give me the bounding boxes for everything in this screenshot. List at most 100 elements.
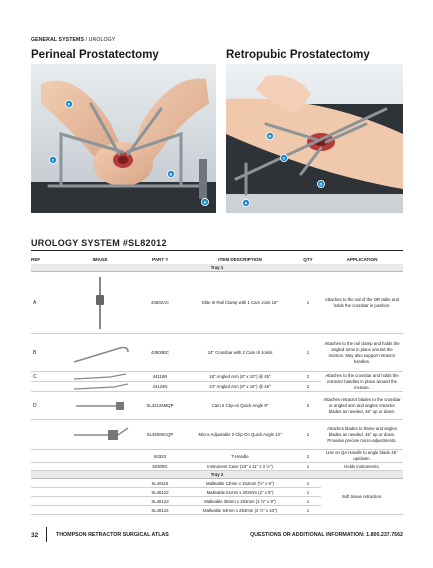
row-qty: 1: [295, 333, 321, 372]
perineal-photo: D C B A: [31, 64, 216, 213]
row-app: Soft tissue retraction.: [321, 478, 403, 515]
table-row: B 43900BC 24" Crossbar with 2 Cam III Jo…: [31, 333, 403, 372]
row-app: Attaches blades to frame and angles blad…: [321, 419, 403, 450]
row-qty: 1: [295, 505, 321, 515]
section-header: GENERAL SYSTEMS / UROLOGY: [31, 37, 115, 43]
marker-c-right: C: [283, 156, 286, 161]
title-rule: [31, 250, 403, 251]
table-row: SL46123 Malleable 38mm x 203mm (1 ½" x 8…: [31, 496, 403, 506]
row-desc: T-Handle: [185, 449, 295, 463]
row-qty: 2: [295, 381, 321, 392]
table-row: SL46122 Malleable 51mm x 203mm (2" x 8")…: [31, 487, 403, 497]
row-desc: 24" Angled Arm (8" x 16") @ 45°: [185, 381, 295, 392]
tray-1-label: Tray 1: [31, 264, 403, 272]
t-handle-image: [65, 449, 135, 463]
marker-a-left: A: [204, 200, 207, 205]
table-row: SL45006CQP Micro-Adjustable II Clip-On Q…: [31, 419, 403, 450]
retropubic-title: Retropubic Prostatectomy: [226, 49, 370, 61]
row-ref: [31, 505, 65, 515]
angled-arm-24-image: [65, 381, 135, 392]
row-part: 43902AC: [135, 271, 185, 334]
row-desc: Malleable 13mm x 152mm (½" x 6"): [185, 478, 295, 488]
row-desc: Instrument Case (23" x 11" x 3 ½"): [185, 462, 295, 471]
row-ref: [31, 449, 65, 463]
row-ref: [31, 478, 65, 488]
marker-b-left: B: [170, 172, 173, 177]
row-qty: 2: [295, 419, 321, 450]
row-ref: D: [31, 391, 65, 420]
row-desc: Elite III Rail Clamp with 1 Cam Joint 16…: [185, 271, 295, 334]
table-row: 50300G Instrument Case (23" x 11" x 3 ½"…: [31, 462, 403, 471]
tray-2-row: Tray 2: [31, 470, 403, 479]
col-image: IMAGE: [92, 257, 108, 262]
row-app: Use on QA Handle to angle blade 45° up/d…: [321, 449, 403, 463]
instrument-case-image: [65, 462, 135, 471]
row-ref: [31, 462, 65, 471]
table-row: SL46124 Malleable 64mm x 254mm (2 ½" x 1…: [31, 505, 403, 515]
row-app: Holds instruments.: [321, 462, 403, 471]
col-desc: ITEM DESCRIPTION: [218, 257, 262, 262]
row-app: Attaches to the rail of the OR table and…: [321, 271, 403, 334]
malleable-image: [65, 505, 135, 515]
row-desc: Malleable 51mm x 203mm (2" x 8"): [185, 487, 295, 497]
table-row: SL46116 Malleable 13mm x 152mm (½" x 6")…: [31, 478, 403, 515]
col-ref: REF: [31, 257, 41, 262]
row-ref: B: [31, 333, 65, 372]
row-qty: 3: [295, 391, 321, 420]
row-part: 44124N: [135, 381, 185, 392]
header-separator: /: [84, 37, 89, 43]
marker-d-left: D: [68, 102, 71, 107]
row-ref: [31, 496, 65, 506]
retropubic-photo: B C D A: [226, 64, 403, 213]
rail-clamp-image: [65, 271, 135, 334]
row-qty: 1: [295, 487, 321, 497]
header-subsection: UROLOGY: [88, 37, 116, 43]
angled-arm-18-image: [65, 371, 135, 382]
perineal-title: Perineal Prostatectomy: [31, 49, 159, 61]
row-app: Attaches to the crossbar and holds the r…: [321, 371, 403, 392]
tray-1-row: Tray 1: [31, 264, 403, 272]
row-desc: Micro-Adjustable II Clip-On Quick Angle …: [185, 419, 295, 450]
table-row: 44124N 24" Angled Arm (8" x 16") @ 45° 2: [31, 381, 403, 392]
footer-divider: [46, 527, 47, 542]
row-desc: Malleable 64mm x 254mm (2 ½" x 10"): [185, 505, 295, 515]
contact-info: QUESTIONS OR ADDITIONAL INFORMATION: 1.8…: [250, 532, 403, 538]
table-header: REF IMAGE PART # ITEM DESCRIPTION QTY AP…: [31, 255, 403, 264]
row-part: SL42126MQP: [135, 391, 185, 420]
table-row: 60320 T-Handle 2 Use on QA Handle to ang…: [31, 449, 403, 463]
row-desc: Malleable 38mm x 203mm (1 ½" x 8"): [185, 496, 295, 506]
malleable-image: [65, 478, 135, 488]
tray-2-label: Tray 2: [31, 470, 403, 479]
row-part: SL46123: [135, 496, 185, 506]
crossbar-image: [65, 333, 135, 372]
row-qty: 2: [295, 371, 321, 382]
table-row: C 44116N 18" Angled Arm (8" x 10") @ 45°…: [31, 371, 403, 392]
malleable-image: [65, 496, 135, 506]
row-part: 60320: [135, 449, 185, 463]
row-part: SL46122: [135, 487, 185, 497]
row-ref: [31, 381, 65, 392]
row-qty: 1: [295, 271, 321, 334]
table-row: A 43902AC Elite III Rail Clamp with 1 Ca…: [31, 271, 403, 334]
col-app: APPLICATION: [346, 257, 378, 262]
row-qty: 2: [295, 449, 321, 463]
row-part: SL46116: [135, 478, 185, 488]
row-app: Attaches retractor blades to the crossba…: [321, 391, 403, 420]
malleable-image: [65, 487, 135, 497]
row-app: Attaches to the rail clamp and holds the…: [321, 333, 403, 372]
atlas-title: THOMPSON RETRACTOR SURGICAL ATLAS: [56, 532, 169, 538]
row-part: 44116N: [135, 371, 185, 382]
col-qty: QTY: [303, 257, 313, 262]
row-desc: 24" Crossbar with 2 Cam III Joints: [185, 333, 295, 372]
table-row: D SL42126MQP Cam II Clip-on Quick Angle …: [31, 391, 403, 420]
row-qty: 1: [295, 462, 321, 471]
row-ref: [31, 487, 65, 497]
system-title: UROLOGY SYSTEM #SL82012: [31, 238, 167, 248]
marker-b-right: B: [269, 134, 272, 139]
micro-adjustable-image: [65, 419, 135, 450]
col-part: PART #: [152, 257, 168, 262]
row-ref: C: [31, 371, 65, 382]
row-qty: 1: [295, 496, 321, 506]
row-part: SL45006CQP: [135, 419, 185, 450]
